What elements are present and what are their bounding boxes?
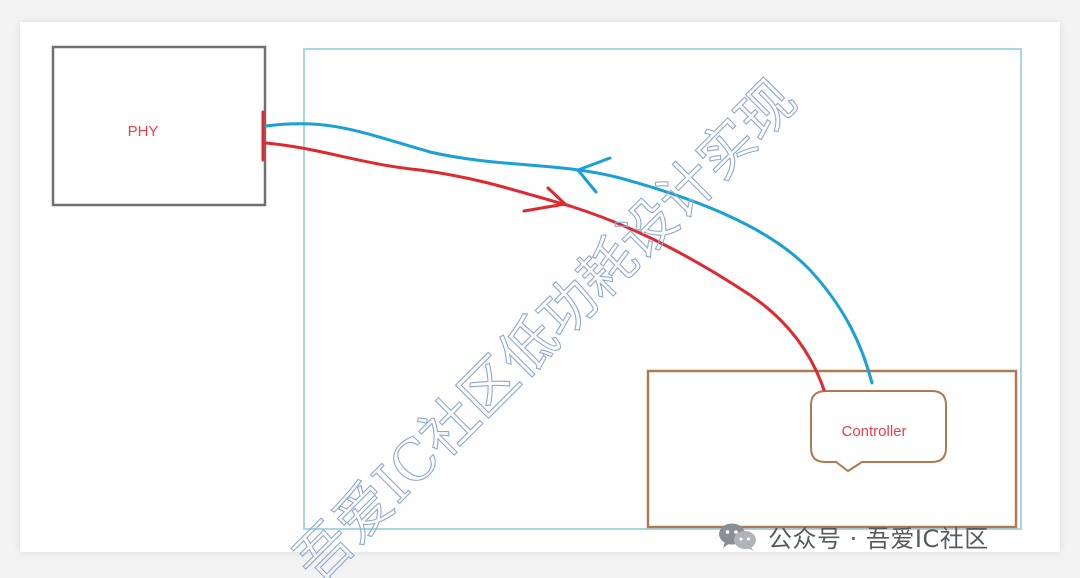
rx-arrowhead (576, 156, 612, 194)
soc-region-box (303, 48, 1022, 530)
rx-signal-path (264, 122, 874, 385)
controller-callout (810, 390, 947, 473)
footer-brand-text: 公众号 · 吾爱IC社区 (768, 524, 989, 553)
phy-label: PHY (128, 123, 159, 140)
phy-box (51, 45, 267, 207)
wechat-icon (719, 523, 756, 551)
controller-label: Controller (841, 423, 906, 440)
controller-box (646, 369, 1018, 529)
tx-signal-path (264, 141, 826, 392)
footer-brand: 公众号 · 吾爱IC社区 (716, 518, 989, 554)
diagram-canvas (20, 22, 1060, 552)
watermark-text: 吾爱IC社区低功耗设计实现 (282, 67, 809, 578)
tx-arrowhead (522, 186, 567, 213)
